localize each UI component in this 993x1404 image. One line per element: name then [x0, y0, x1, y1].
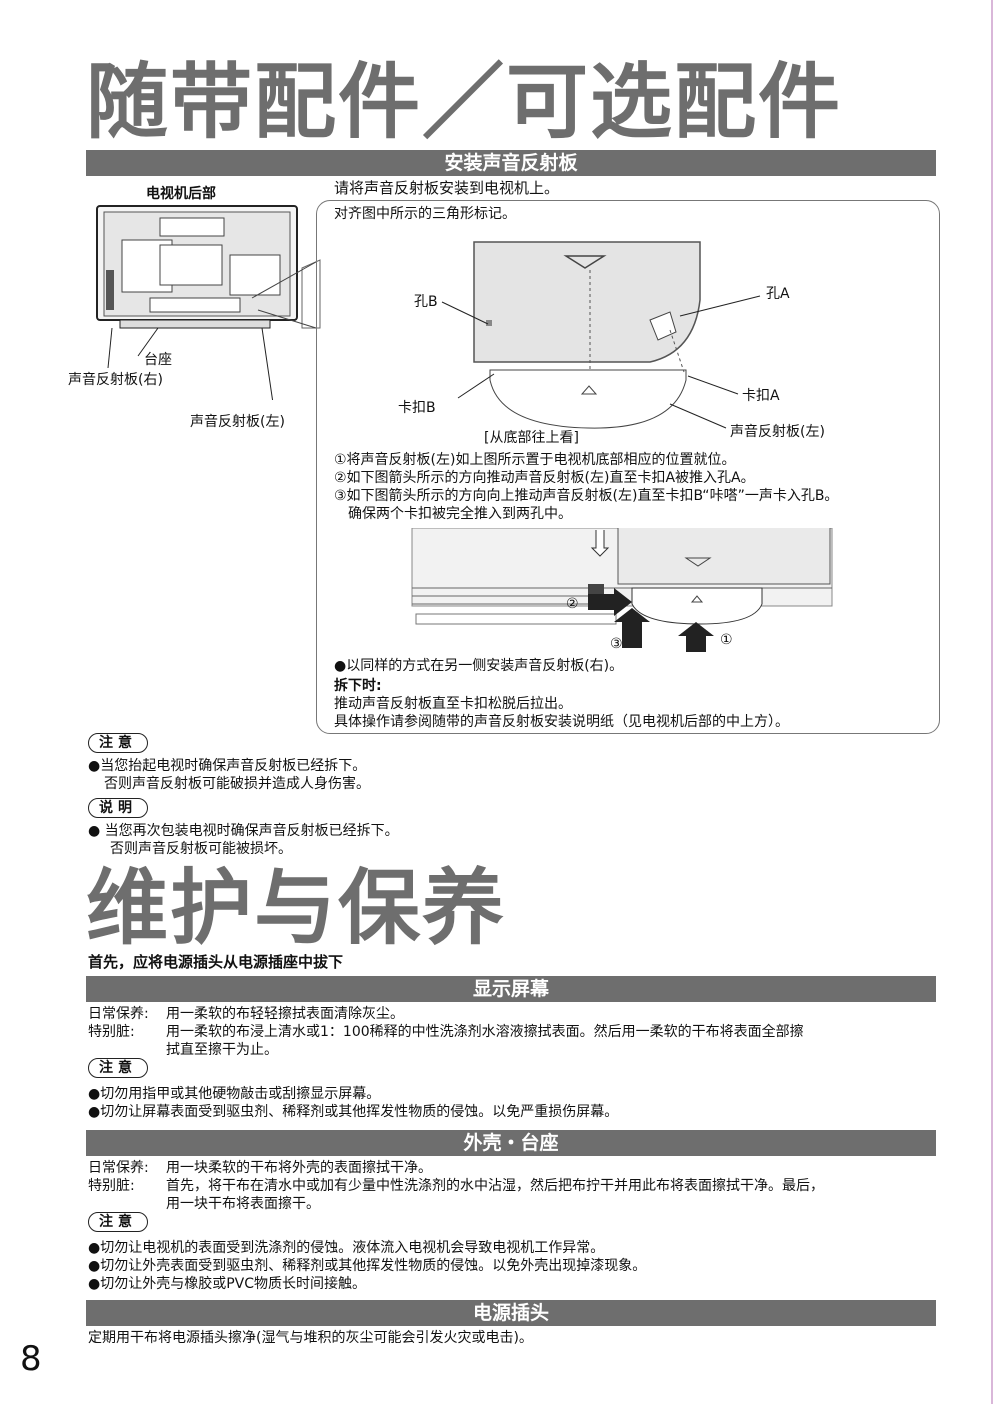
- reflector-right-label: 声音反射板(右): [68, 372, 163, 388]
- removal-title: 拆下时:: [334, 678, 382, 694]
- maintenance-title: 维护与保养: [86, 861, 507, 956]
- screen-dirty-label: 特别脏:: [88, 1024, 135, 1040]
- plug-text: 定期用干布将电源插头擦净(湿气与堆积的灰尘可能会引发火灾或电击)。: [88, 1330, 533, 1346]
- caution-badge-1: 注意: [88, 733, 148, 753]
- tv-back-label: 电视机后部: [146, 186, 216, 202]
- step-num-1: ①: [720, 632, 733, 648]
- note1-line-1: ● 当您再次包装电视时确保声音反射板已经拆下。: [88, 823, 399, 839]
- cabinet-caution-2: ●切勿让外壳表面受到驱虫剂、稀释剂或其他挥发性物质的侵蚀。以免外壳出现掉漆现象。: [88, 1258, 647, 1274]
- screen-daily-row: 日常保养: 用一柔软的布轻轻擦拭表面清除灰尘。: [88, 1006, 938, 1023]
- callout-lines: [441, 295, 761, 429]
- cabinet-caution-1: ●切勿让电视机的表面受到洗涤剂的侵蚀。液体流入电视机会导致电视机工作异常。: [88, 1240, 605, 1256]
- hole-b-label: 孔B: [414, 294, 438, 310]
- step-3: ③如下图箭头所示的方向向上推动声音反射板(左)直至卡扣B“咔嗒”一声卡入孔B。: [334, 488, 839, 504]
- section-bar-reflector: 安装声音反射板: [86, 150, 936, 176]
- other-side-text: ●以同样的方式在另一侧安装声音反射板(右)。: [334, 658, 624, 674]
- cabinet-dirty-text-1: 首先，将干布在清水中或加有少量中性洗涤剂的水中沾湿，然后把布拧干并用此布将表面擦…: [166, 1178, 824, 1194]
- reflector-left-callout: 声音反射板(左): [730, 424, 825, 440]
- screen-caution-1: ●切勿用指甲或其他硬物敲击或刮擦显示屏幕。: [88, 1086, 381, 1102]
- hole-a-label: 孔A: [766, 286, 790, 302]
- intro-text: 请将声音反射板安装到电视机上。: [334, 179, 560, 197]
- removal-line-1: 推动声音反射板直至卡扣松脱后拉出。: [334, 696, 572, 712]
- step-2: ②如下图箭头所示的方向推动声音反射板(左)直至卡扣A被推入孔A。: [334, 470, 755, 486]
- bottom-view-illustration: [473, 241, 701, 429]
- screen-dirty-row: 特别脏: 用一柔软的布浸上清水或1：100稀释的中性洗涤剂水溶液擦拭表面。然后用…: [88, 1024, 938, 1041]
- section-bar-screen: 显示屏幕: [86, 976, 936, 1002]
- screen-dirty-text-2: 拭直至擦干为止。: [166, 1042, 278, 1058]
- cabinet-dirty-text-2: 用一块干布将表面擦干。: [166, 1196, 320, 1212]
- tv-back-illustration: [96, 205, 321, 400]
- section-bar-plug: 电源插头: [86, 1300, 936, 1326]
- note1-line-2: 否则声音反射板可能被损坏。: [110, 841, 292, 857]
- clip-b-label: 卡扣B: [398, 400, 436, 416]
- view-caption: [从底部往上看]: [484, 430, 579, 446]
- step-num-2: ②: [566, 596, 579, 612]
- caution1-line-2: 否则声音反射板可能破损并造成人身伤害。: [104, 776, 370, 792]
- note-badge-1: 说明: [88, 798, 148, 818]
- accessories-title: 随带配件／可选配件: [86, 55, 843, 150]
- caution1-line-1: ●当您抬起电视时确保声音反射板已经拆下。: [88, 758, 367, 774]
- cabinet-dirty-row: 特别脏: 首先，将干布在清水中或加有少量中性洗涤剂的水中沾湿，然后把布拧干并用此…: [88, 1178, 938, 1195]
- caution-badge-screen: 注意: [88, 1058, 148, 1078]
- cabinet-daily-row: 日常保养: 用一块柔软的干布将外壳的表面擦拭干净。: [88, 1160, 938, 1177]
- screen-daily-label: 日常保养:: [88, 1006, 149, 1022]
- page-edge: [991, 0, 993, 1404]
- installation-panel: [316, 200, 940, 734]
- cabinet-daily-text: 用一块柔软的干布将外壳的表面擦拭干净。: [166, 1160, 432, 1176]
- stand-label: 台座: [144, 352, 172, 368]
- reflector-left-label: 声音反射板(左): [190, 414, 285, 430]
- step-num-3: ③: [610, 636, 623, 652]
- clip-a-label: 卡扣A: [742, 388, 780, 404]
- cabinet-daily-label: 日常保养:: [88, 1160, 149, 1176]
- page-number: 8: [20, 1339, 42, 1379]
- align-note: 对齐图中所示的三角形标记。: [334, 206, 516, 222]
- screen-daily-text: 用一柔软的布轻轻擦拭表面清除灰尘。: [166, 1006, 404, 1022]
- cabinet-dirty-label: 特别脏:: [88, 1178, 135, 1194]
- install-illustration: [411, 528, 833, 652]
- section-bar-cabinet: 外壳・台座: [86, 1130, 936, 1156]
- step-1: ①将声音反射板(左)如上图所示置于电视机底部相应的位置就位。: [334, 452, 736, 468]
- screen-dirty-text-1: 用一柔软的布浸上清水或1：100稀释的中性洗涤剂水溶液擦拭表面。然后用一柔软的干…: [166, 1024, 804, 1040]
- step-confirm: 确保两个卡扣被完全推入到两孔中。: [348, 506, 572, 522]
- removal-line-2: 具体操作请参阅随带的声音反射板安装说明纸（见电视机后部的中上方）。: [334, 714, 789, 730]
- caution-badge-cabinet: 注意: [88, 1212, 148, 1232]
- cabinet-caution-3: ●切勿让外壳与橡胶或PVC物质长时间接触。: [88, 1276, 367, 1292]
- unplug-first: 首先，应将电源插头从电源插座中拔下: [88, 953, 344, 971]
- screen-caution-2: ●切勿让屏幕表面受到驱虫剂、稀释剂或其他挥发性物质的侵蚀。以免严重损伤屏幕。: [88, 1104, 619, 1120]
